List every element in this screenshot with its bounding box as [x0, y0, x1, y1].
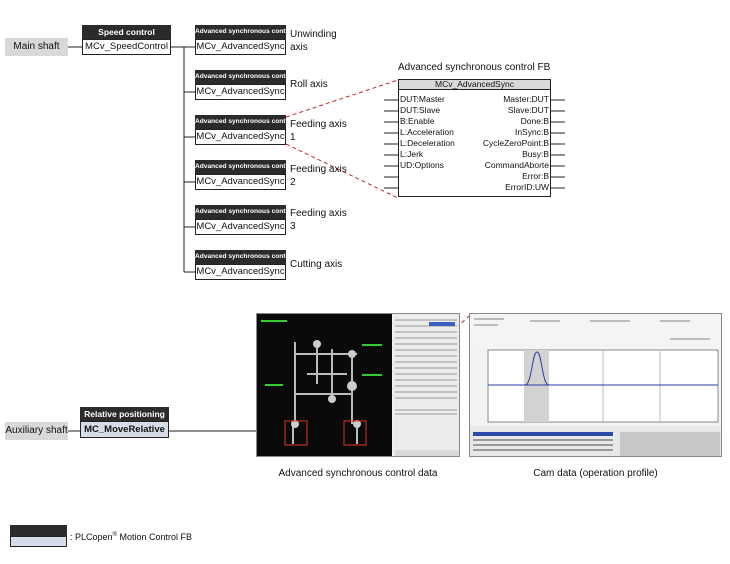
axis-fb-name: MCv_AdvancedSync [195, 174, 286, 190]
detail-output-pin: Done:B [520, 116, 549, 126]
legend-text-suffix: Motion Control FB [116, 532, 192, 542]
detail-output-pin: ErrorID:UW [505, 182, 549, 192]
legend-text-prefix: : PLCopen [70, 532, 113, 542]
detail-output-pin: InSync:B [514, 127, 549, 137]
axis-fb-header: Advanced synchronous control [195, 70, 286, 84]
detail-output-pin: CycleZeroPoint:B [482, 138, 549, 148]
legend-swatch-header [10, 525, 67, 536]
legend-text: : PLCopen® Motion Control FB [70, 532, 192, 542]
axis-label: Cutting axis [290, 259, 343, 270]
axis-fb-name: MCv_AdvancedSync [195, 84, 286, 100]
detail-input-pin: L:Jerk [400, 149, 424, 159]
axis-fb-name: MCv_AdvancedSync [195, 264, 286, 280]
cam-data-caption: Cam data (operation profile) [533, 468, 658, 479]
axis-label: Unwinding axis [290, 29, 337, 53]
axis-fb-name: MCv_AdvancedSync [195, 129, 286, 145]
detail-output-pin: CommandAborte [484, 160, 549, 170]
axis-label: Feeding axis 3 [290, 208, 347, 232]
axis-fb-header: Advanced synchronous control [195, 250, 286, 264]
legend-swatch-body [10, 536, 67, 547]
detail-output-pin: Slave:DUT [507, 105, 549, 115]
sync-data-thumbnail [257, 314, 459, 456]
relative-positioning-fb-header: Relative positioning [80, 407, 169, 421]
speed-control-fb-header: Speed control [82, 25, 171, 39]
axis-label: Feeding axis 1 [290, 119, 347, 143]
detail-fb-header: MCv_AdvancedSync [398, 79, 551, 90]
axis-label: Feeding axis 2 [290, 164, 347, 188]
detail-input-pin: B:Enable [400, 116, 435, 126]
cam-data-screenshot [469, 313, 722, 457]
auxiliary-shaft-label: Auxiliary shaft [5, 422, 68, 440]
axis-label: Roll axis [290, 79, 328, 90]
sync-data-caption: Advanced synchronous control data [278, 468, 438, 479]
registered-mark: ® [112, 532, 117, 538]
axis-fb-name: MCv_AdvancedSync [195, 219, 286, 235]
detail-fb-box [398, 79, 551, 197]
relative-positioning-fb-name: MC_MoveRelative [80, 421, 169, 438]
detail-output-pin: Master:DUT [503, 94, 549, 104]
detail-output-pin: Busy:B [522, 149, 549, 159]
detail-input-pin: L:Acceleration [400, 127, 454, 137]
cam-data-thumbnail [470, 314, 721, 456]
main-shaft-label: Main shaft [5, 38, 68, 56]
sync-data-screenshot [256, 313, 460, 457]
detail-input-pin: L:Deceleration [400, 138, 455, 148]
detail-title: Advanced synchronous control FB [398, 62, 551, 73]
axis-fb-header: Advanced synchronous control [195, 205, 286, 219]
detail-input-pin: UD:Options [400, 160, 444, 170]
axis-fb-header: Advanced synchronous control [195, 115, 286, 129]
detail-input-pin: DUT:Master [400, 94, 445, 104]
detail-output-pin: Error:B [522, 171, 549, 181]
detail-input-pin: DUT:Slave [400, 105, 441, 115]
speed-control-fb-name: MCv_SpeedControl [82, 39, 171, 55]
axis-fb-name: MCv_AdvancedSync [195, 39, 286, 55]
axis-fb-header: Advanced synchronous control [195, 160, 286, 174]
axis-fb-header: Advanced synchronous control [195, 25, 286, 39]
